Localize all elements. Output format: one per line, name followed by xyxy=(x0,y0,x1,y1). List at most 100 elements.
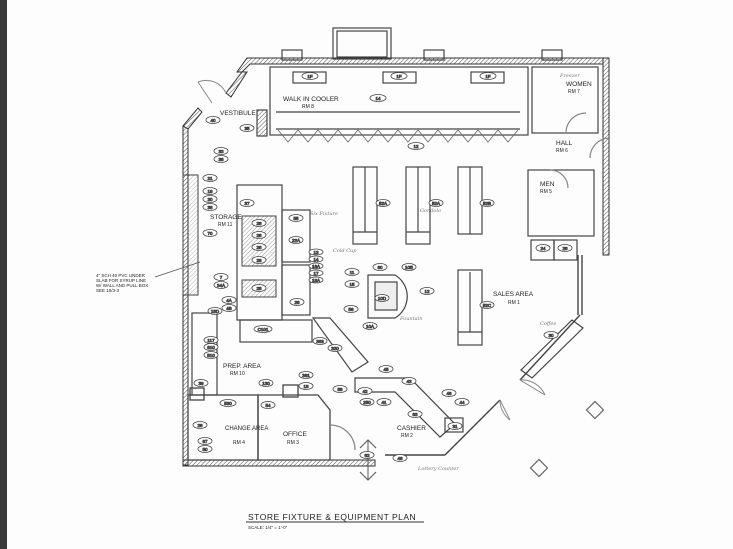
equipment-tag: 22A xyxy=(288,236,304,244)
equipment-tag: 45 xyxy=(378,365,394,373)
equipment-tag: 63 xyxy=(407,410,423,418)
svg-text:361: 361 xyxy=(302,373,310,378)
svg-text:C101: C101 xyxy=(258,327,269,332)
svg-text:42: 42 xyxy=(362,389,368,394)
equipment-tag: 36 xyxy=(202,203,218,211)
equipment-tag: 40 xyxy=(205,116,221,124)
office-change-walls xyxy=(187,384,356,461)
cooler-doors xyxy=(277,129,519,143)
equipment-tag: 1F xyxy=(390,72,408,80)
equipment-tag: 15D xyxy=(207,307,223,315)
equipment-tag: 31 xyxy=(447,422,463,430)
equipment-tag: 10E xyxy=(401,263,417,271)
equipment-tag: 4B xyxy=(221,304,237,312)
svg-text:28: 28 xyxy=(256,233,262,238)
svg-text:41: 41 xyxy=(381,400,387,405)
prep-area-label: PREP. AREA xyxy=(223,363,261,370)
equipment-tag: 34A xyxy=(213,281,229,289)
equipment-tag: 10A xyxy=(362,322,378,330)
entry-arrow xyxy=(359,439,377,481)
equipment-tag: 510 xyxy=(203,351,219,359)
equipment-tag: 28 xyxy=(251,284,267,292)
equipment-tag: 21 xyxy=(202,174,218,182)
equipment-tag: 7 xyxy=(213,273,229,281)
svg-text:SEE 15/3-3: SEE 15/3-3 xyxy=(96,288,120,293)
svg-text:RM 5: RM 5 xyxy=(540,189,552,195)
svg-text:Coffee: Coffee xyxy=(540,321,556,327)
svg-text:4" SCH 40 PVC UNDER: 4" SCH 40 PVC UNDER xyxy=(96,273,146,278)
svg-text:Gondola: Gondola xyxy=(420,208,441,214)
equipment-tag: 70 xyxy=(202,229,218,237)
syrup-line-callout: 4" SCH 40 PVC UNDER SLAB FOR SYRUP LINE … xyxy=(96,273,148,293)
svg-text:38: 38 xyxy=(218,157,224,162)
office-label: OFFICE xyxy=(283,431,307,438)
equipment-tag: 14 xyxy=(308,255,324,263)
svg-text:RM 10: RM 10 xyxy=(230,371,245,377)
men-label: MEN xyxy=(540,181,555,188)
svg-text:1F: 1F xyxy=(396,74,402,79)
equipment-tag: 10D xyxy=(374,294,390,302)
svg-text:34A: 34A xyxy=(217,283,225,288)
equipment-tag: 24 xyxy=(535,244,551,252)
svg-text:63: 63 xyxy=(412,412,418,417)
svg-text:16A: 16A xyxy=(312,264,320,269)
equipment-tag: 39 xyxy=(193,379,209,387)
svg-text:RM 2: RM 2 xyxy=(401,433,413,439)
svg-text:1F: 1F xyxy=(307,74,313,79)
svg-text:54: 54 xyxy=(265,403,271,408)
svg-text:28: 28 xyxy=(197,423,203,428)
equipment-tag: 52A xyxy=(428,199,444,207)
svg-text:52B: 52B xyxy=(483,201,491,206)
equipment-tag: 55 xyxy=(288,214,304,222)
equipment-tag: 1F xyxy=(301,72,319,80)
equipment-tag: C101 xyxy=(253,325,273,333)
svg-text:20: 20 xyxy=(207,197,213,202)
svg-text:1F: 1F xyxy=(485,74,491,79)
svg-text:28: 28 xyxy=(256,221,262,226)
equipment-tag: 28 xyxy=(251,256,267,264)
svg-text:28: 28 xyxy=(562,246,568,251)
equipment-tag: 48 xyxy=(392,454,408,462)
svg-text:58: 58 xyxy=(337,387,343,392)
svg-text:18: 18 xyxy=(303,384,309,389)
equipment-tag: 130 xyxy=(258,379,274,387)
restrooms xyxy=(527,66,611,261)
svg-text:35: 35 xyxy=(244,126,250,131)
svg-text:19: 19 xyxy=(207,189,213,194)
equipment-tag: 4A xyxy=(221,296,237,304)
cashier-label: CASHIER xyxy=(397,425,426,432)
svg-text:10D: 10D xyxy=(378,296,387,301)
svg-text:RM 11: RM 11 xyxy=(218,222,233,228)
equipment-tag: 60 xyxy=(372,263,388,271)
equipment-tag: 250 xyxy=(359,398,375,406)
equipment-tag: 28 xyxy=(251,243,267,251)
svg-text:12: 12 xyxy=(413,144,419,149)
svg-text:30: 30 xyxy=(548,333,554,338)
equipment-tag: 361 xyxy=(298,371,314,379)
floor-drains xyxy=(529,400,605,478)
equipment-tag: 363 xyxy=(312,337,328,345)
svg-text:17: 17 xyxy=(313,271,319,276)
svg-text:510: 510 xyxy=(207,353,215,358)
svg-text:Six Fixture: Six Fixture xyxy=(310,211,338,217)
equipment-tag: 20 xyxy=(202,195,218,203)
svg-text:14: 14 xyxy=(313,257,319,262)
plan-title: STORE FIXTURE & EQUIPMENT PLAN xyxy=(248,512,416,522)
svg-text:10E: 10E xyxy=(405,265,413,270)
svg-text:26: 26 xyxy=(294,300,300,305)
coffee-counter xyxy=(520,319,584,379)
svg-text:52A: 52A xyxy=(432,201,440,206)
svg-text:Fountain: Fountain xyxy=(399,316,422,322)
equipment-tag: 610 xyxy=(203,343,219,351)
vestibule-label: VESTIBULE xyxy=(220,110,256,117)
equipment-tag: 28 xyxy=(192,421,208,429)
hall-label: HALL xyxy=(556,140,573,147)
diagonal-front-wall xyxy=(385,255,583,456)
svg-text:7: 7 xyxy=(220,275,223,280)
equipment-tag: 530 xyxy=(219,399,237,407)
equipment-tag: 12 xyxy=(407,142,425,150)
change-area-label: CHANGE AREA xyxy=(225,426,268,432)
svg-text:12: 12 xyxy=(424,289,430,294)
svg-text:14: 14 xyxy=(375,96,381,101)
